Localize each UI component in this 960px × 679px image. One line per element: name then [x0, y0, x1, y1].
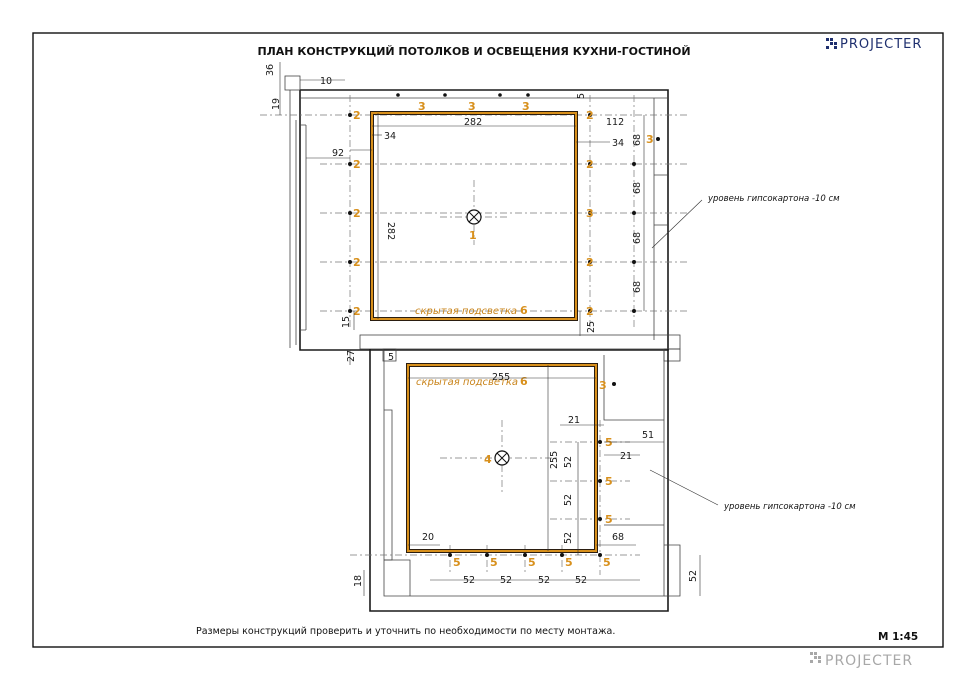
lower-bottom-mark: 5 — [453, 556, 461, 569]
upper-center-mark: 1 — [469, 229, 477, 242]
drywall-level-note-2: уровень гипсокартона -10 см — [723, 502, 856, 512]
dim-68-d: 68 — [632, 281, 643, 293]
lower-room-outer-wall — [369, 349, 669, 612]
logo-bottom-text: PROJECTER — [825, 653, 913, 669]
dim-19: 19 — [271, 98, 282, 110]
upper-hidden-light-strip — [371, 112, 577, 320]
lower-axes — [350, 420, 640, 575]
dim-52-bottom: 52 — [538, 575, 550, 586]
dim-36: 36 — [265, 64, 276, 76]
lower-right-cabinet — [603, 355, 664, 421]
lower-hidden-light-label: скрытая подсветка — [416, 377, 518, 388]
lower-dimension-lines — [363, 365, 701, 596]
dim-18: 18 — [353, 575, 364, 587]
lower-room-inner-wall — [383, 350, 665, 597]
dim-5-b: 5 — [388, 352, 394, 363]
dim-282-top: 282 — [464, 117, 482, 128]
logo-squares-icon — [810, 652, 821, 663]
lower-bottom-mark: 5 — [565, 556, 573, 569]
upper-right-mark: 2 — [586, 158, 594, 171]
dim-52-c: 52 — [563, 532, 574, 544]
logo-bottom: PROJECTER — [810, 652, 913, 669]
upper-right-mark: 3 — [586, 207, 594, 220]
lower-right-mark: 5 — [605, 475, 613, 488]
lower-chandelier-icon — [494, 450, 510, 466]
dim-255-top: 255 — [492, 372, 510, 383]
lower-right-mark: 5 — [605, 436, 613, 449]
upper-spotlights — [348, 93, 660, 313]
upper-left-mark: 2 — [353, 158, 361, 171]
lower-hidden-light-strip — [407, 364, 597, 552]
upper-room-left-wall — [289, 90, 297, 348]
dim-68-b: 68 — [632, 182, 643, 194]
dim-15: 15 — [341, 316, 352, 328]
upper-right-mark: 2 — [586, 256, 594, 269]
dim-52-b: 52 — [563, 494, 574, 506]
upper-chandelier-icon — [466, 209, 482, 225]
upper-left-mark: 2 — [353, 207, 361, 220]
dim-52-a: 52 — [563, 456, 574, 468]
sheet-frame — [32, 32, 944, 648]
upper-far-right-mark: 3 — [646, 133, 654, 146]
lower-window — [384, 409, 393, 561]
dim-68-a: 68 — [632, 134, 643, 146]
dim-52-bottom: 52 — [575, 575, 587, 586]
upper-right-niche — [653, 98, 668, 340]
dim-68: 68 — [612, 532, 624, 543]
upper-room: 1 3 3 3 2 2 2 2 2 2 2 3 2 2 3 скрытая — [260, 62, 840, 351]
drywall-level-note-1: уровень гипсокартона -10 см — [707, 194, 840, 204]
upper-left-mark: 2 — [353, 256, 361, 269]
lower-bottom-mark: 5 — [490, 556, 498, 569]
logo-top: PROJECTER — [826, 37, 922, 52]
dim-10: 10 — [320, 76, 332, 87]
lower-right-mark: 5 — [605, 513, 613, 526]
lower-hidden-light-number: 6 — [520, 375, 528, 388]
drawing-scale: М 1:45 — [878, 631, 918, 643]
upper-top-right-mark: 2 — [586, 109, 594, 122]
upper-right-mark: 2 — [586, 305, 594, 318]
dim-52-right: 52 — [688, 570, 699, 582]
lower-left-cabinet — [384, 559, 411, 596]
dim-52-bottom: 52 — [463, 575, 475, 586]
dim-92: 92 — [332, 148, 344, 159]
upper-top-mark: 3 — [418, 100, 426, 113]
upper-hidden-light-number: 6 — [520, 304, 528, 317]
dim-112: 112 — [606, 117, 624, 128]
dim-34-right: 34 — [612, 138, 624, 149]
upper-top-mark: 3 — [522, 100, 530, 113]
lower-center-mark: 4 — [484, 453, 492, 466]
lower-right-column — [664, 544, 681, 597]
upper-dimension-lines — [279, 62, 645, 336]
lower-bottom-mark: 5 — [528, 556, 536, 569]
upper-top-mark: 3 — [468, 100, 476, 113]
dim-52-bottom: 52 — [500, 575, 512, 586]
dim-68-c: 68 — [632, 232, 643, 244]
logo-top-text: PROJECTER — [840, 37, 922, 52]
leader-line-1 — [651, 199, 703, 249]
lower-bottom-mark: 5 — [603, 556, 611, 569]
dim-5: 5 — [576, 93, 587, 99]
dim-34-left: 34 — [384, 131, 396, 142]
dim-51: 51 — [642, 430, 654, 441]
upper-window — [300, 124, 307, 331]
upper-corner-column — [284, 75, 301, 91]
lower-right-mark: 3 — [599, 379, 607, 392]
footer-note: Размеры конструкций проверить и уточнить… — [196, 626, 615, 637]
dim-282-side: 282 — [385, 222, 396, 240]
upper-left-mark: 2 — [353, 109, 361, 122]
dim-27: 27 — [346, 350, 357, 362]
dim-20: 20 — [422, 532, 434, 543]
leader-line-2 — [649, 469, 719, 506]
upper-left-mark: 2 — [353, 305, 361, 318]
upper-hidden-light-label: скрытая подсветка — [415, 306, 517, 317]
lower-room: 4 3 5 5 5 5 5 5 5 5 скрытая подсветка 6 — [350, 349, 856, 612]
dim-21-a: 21 — [568, 415, 580, 426]
dim-25: 25 — [586, 321, 597, 333]
logo-squares-icon — [826, 38, 837, 49]
dim-255-side: 255 — [549, 451, 560, 469]
drawing-title: ПЛАН КОНСТРУКЦИЙ ПОТОЛКОВ И ОСВЕЩЕНИЯ КУ… — [257, 45, 690, 58]
dim-21-b: 21 — [620, 451, 632, 462]
lower-spotlights — [448, 382, 616, 557]
